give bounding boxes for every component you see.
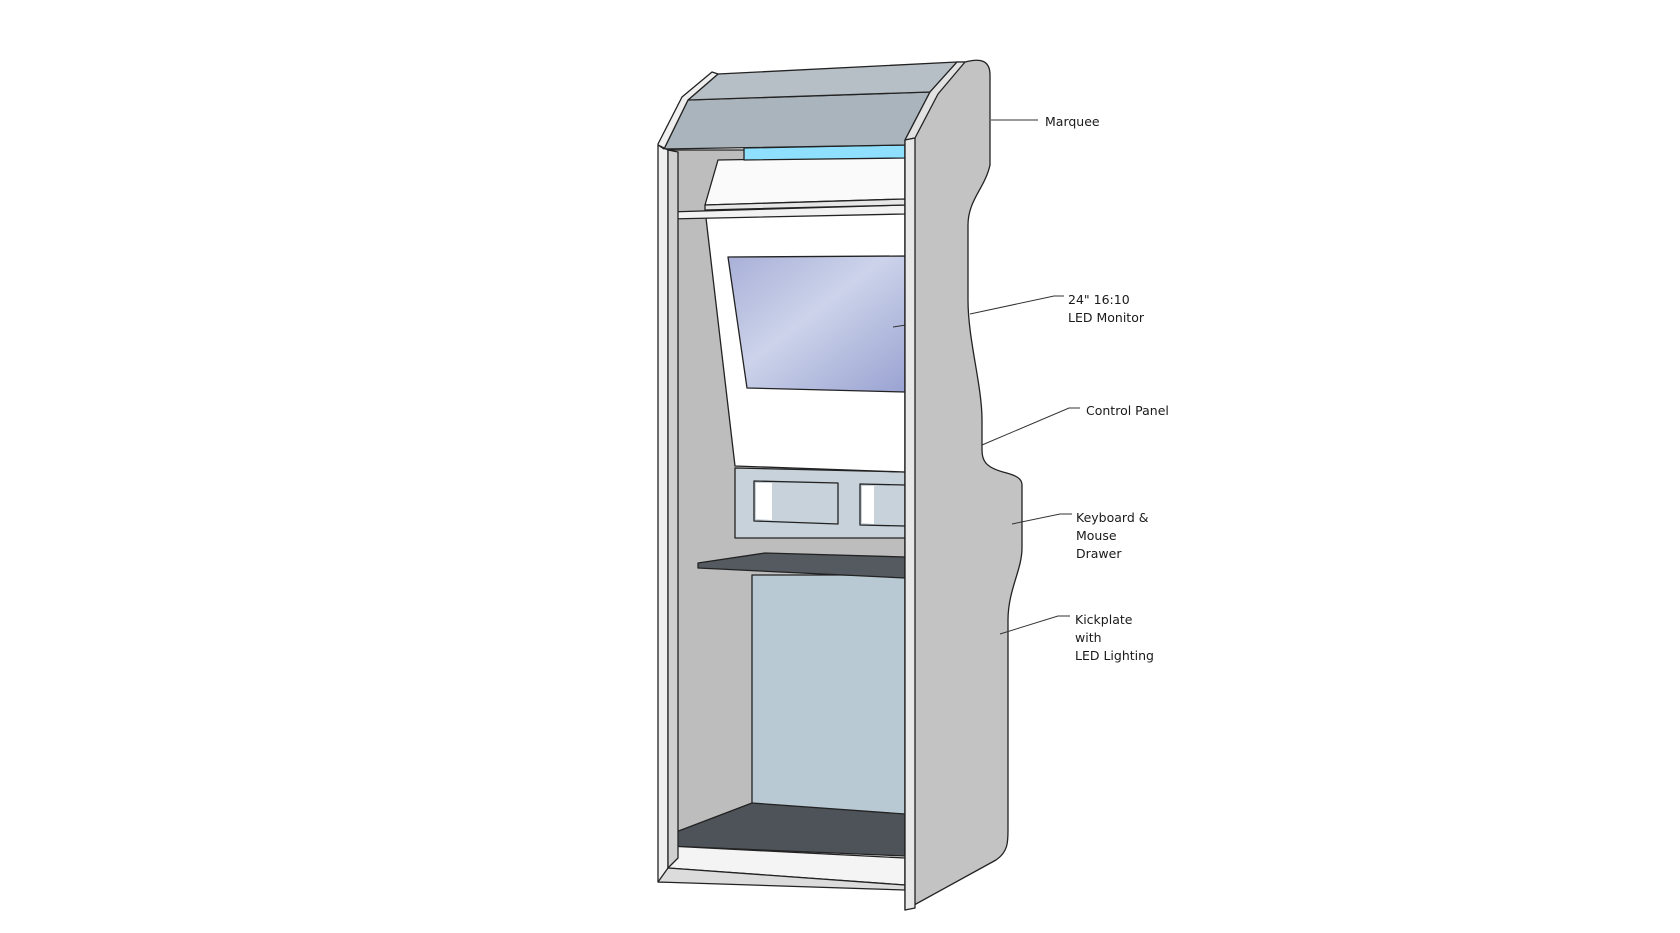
control-panel-cutout-left [753,480,839,525]
marquee [663,91,931,150]
right-side-panel [904,59,1023,911]
control-panel-cutout-left-inner [756,483,772,520]
label-keyboard-drawer: Keyboard & Mouse Drawer [1076,510,1152,561]
leader-monitor [969,295,1064,315]
right-side-front-strip [904,137,916,911]
label-kickplate: Kickplate with LED Lighting [1075,612,1154,663]
monitor-pointer [892,324,907,328]
leader-kickplate [999,615,1070,635]
kickplate [751,574,906,821]
left-side-panel [667,149,679,869]
monitor-screen [727,255,906,393]
marquee-back-panel [704,156,906,206]
label-marquee: Marquee [1045,114,1100,129]
leader-control-panel [981,407,1080,446]
label-control-panel: Control Panel [1086,403,1169,418]
label-monitor: 24" 16:10 LED Monitor [1068,292,1145,325]
leader-keyboard-drawer [1011,513,1072,525]
control-panel-cutout-right-inner [862,486,874,524]
